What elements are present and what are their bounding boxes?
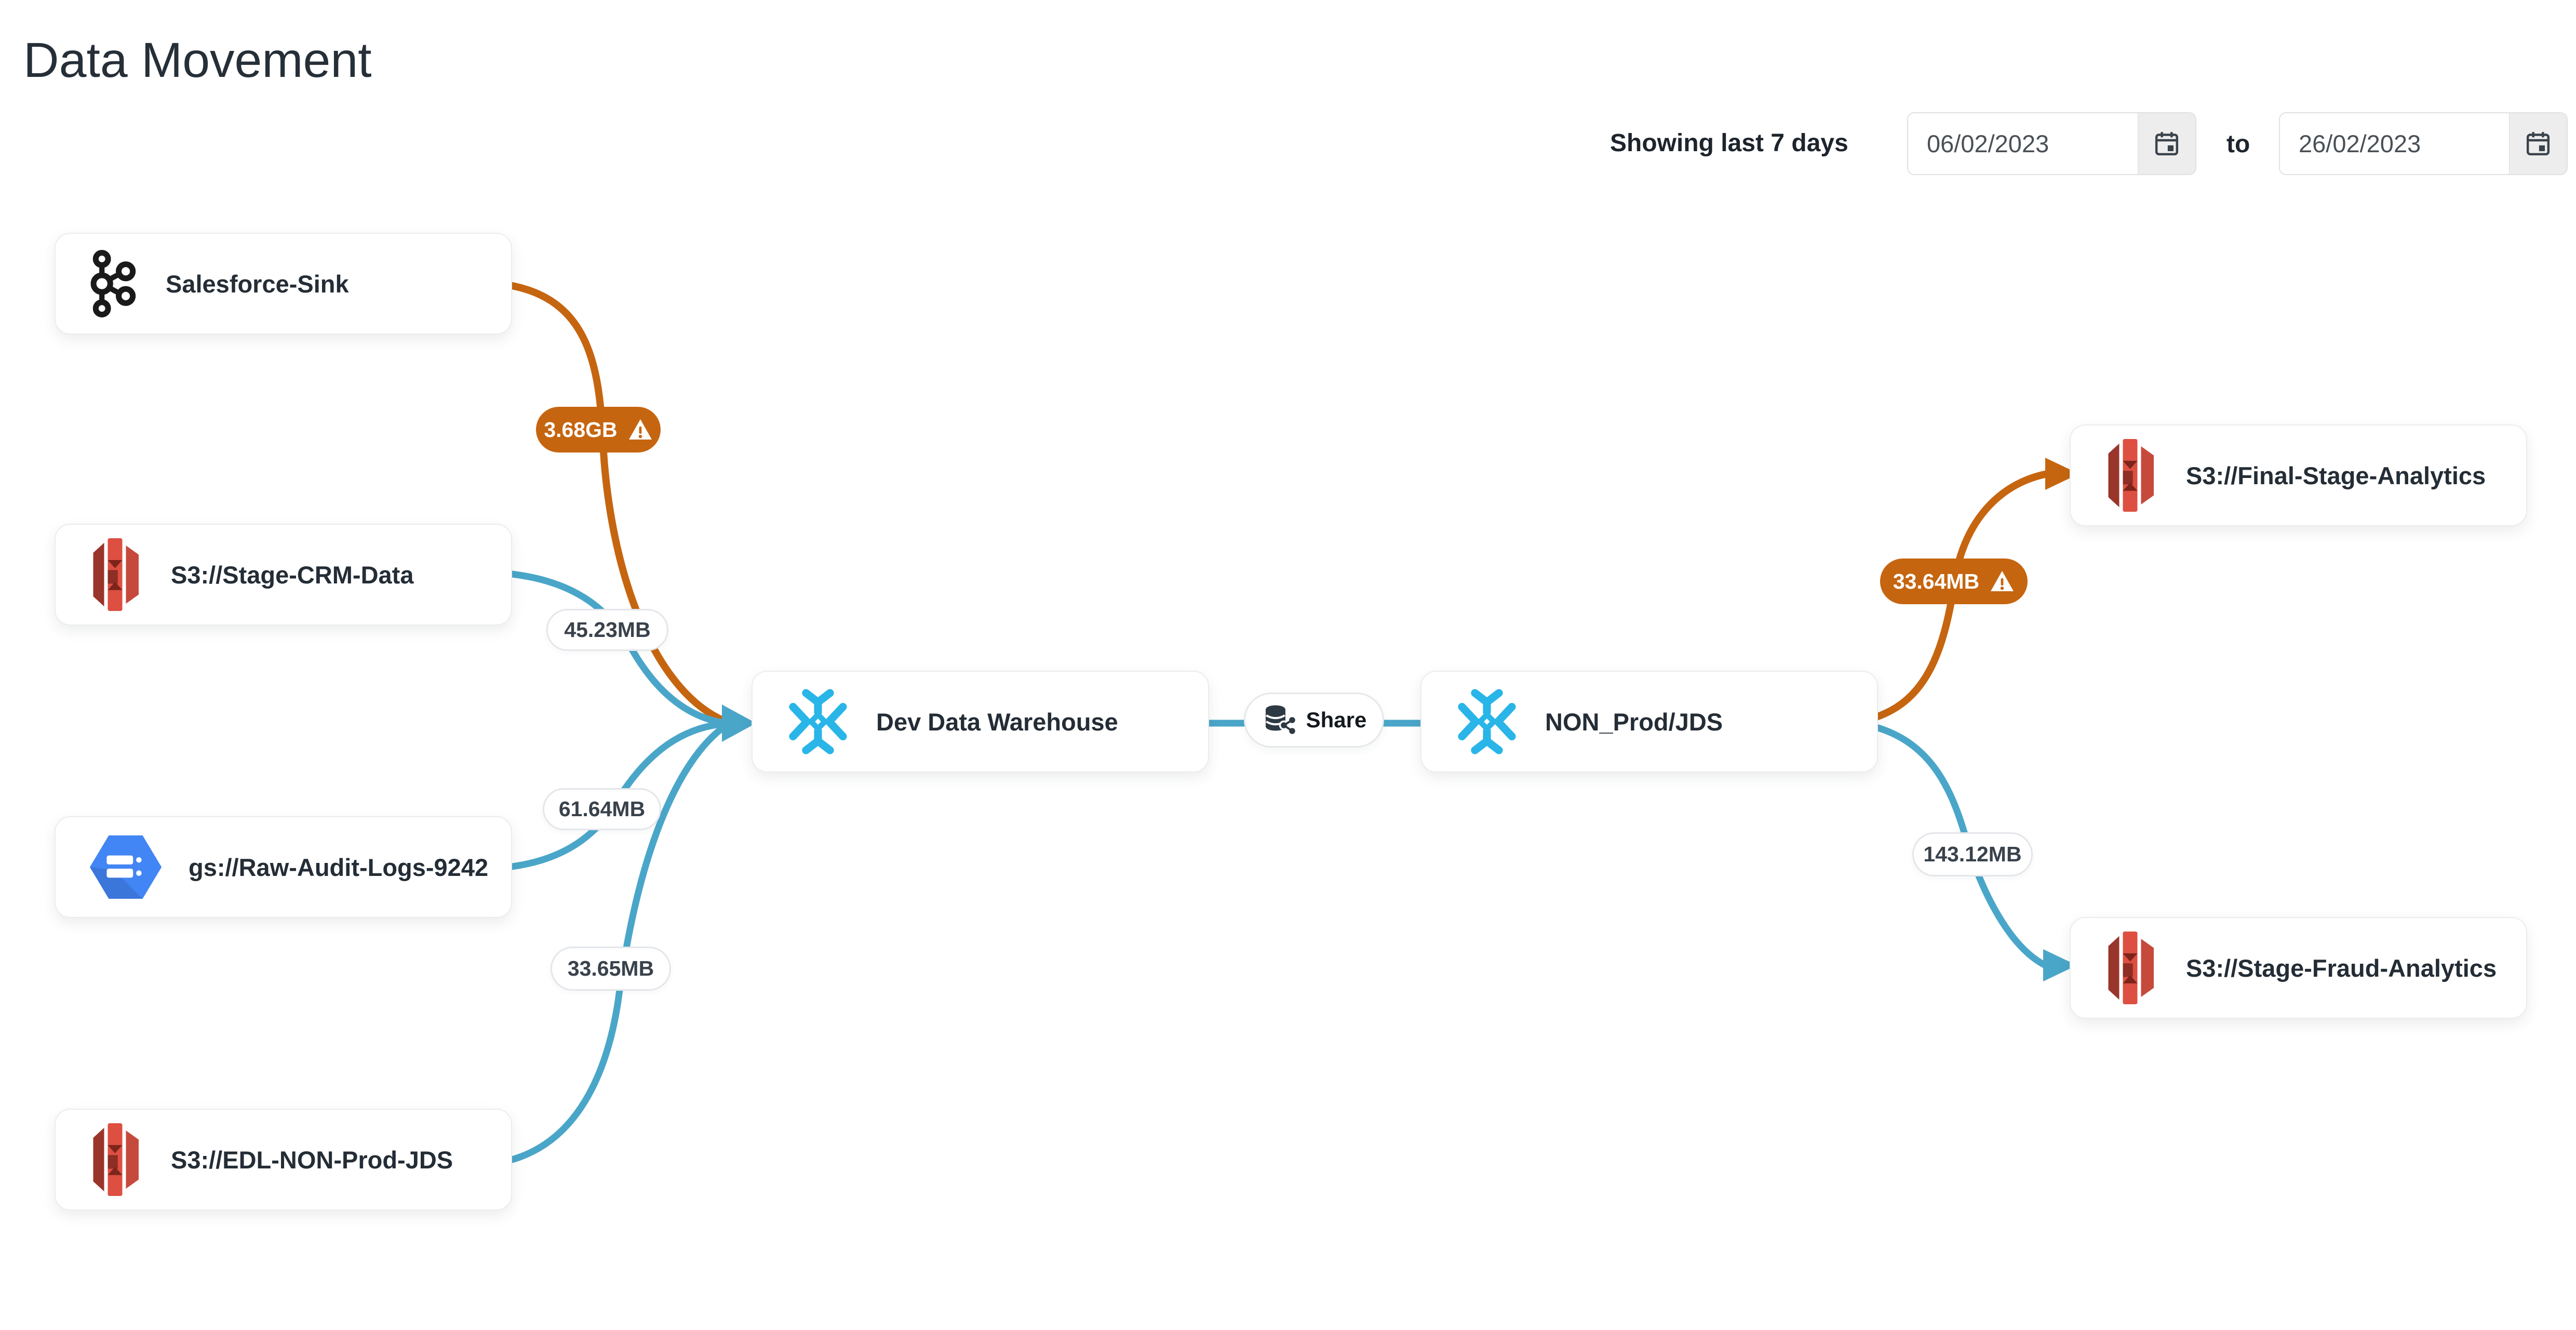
edge-label-61-64mb[interactable]: 61.64MB bbox=[543, 788, 661, 830]
edge-badge-label: 3.68GB bbox=[544, 417, 618, 442]
database-share-icon bbox=[1265, 705, 1297, 736]
edge-badge-label: 33.64MB bbox=[1893, 569, 1980, 593]
arrowhead-into-dev bbox=[722, 704, 756, 742]
arrowhead-into-final bbox=[2045, 458, 2079, 490]
warning-icon bbox=[1991, 571, 2014, 591]
node-label: Salesforce-Sink bbox=[166, 270, 349, 298]
calendar-icon bbox=[2526, 131, 2550, 155]
calendar-icon bbox=[2155, 131, 2179, 155]
s3-icon bbox=[88, 533, 146, 616]
page-title: Data Movement bbox=[23, 33, 372, 88]
s3-icon bbox=[2103, 926, 2161, 1009]
showing-last-7-days-label: Showing last 7 days bbox=[1610, 129, 1848, 157]
node-label: S3://Stage-CRM-Data bbox=[171, 561, 414, 589]
node-edl-non-prod-jds[interactable]: S3://EDL-NON-Prod-JDS bbox=[55, 1109, 512, 1211]
edge-label-text: 143.12MB bbox=[1923, 842, 2022, 866]
arrowhead-into-fraud bbox=[2043, 949, 2077, 981]
snowflake-icon bbox=[785, 688, 851, 755]
node-label: S3://Final-Stage-Analytics bbox=[2186, 461, 2486, 489]
edge-label-33-65mb[interactable]: 33.65MB bbox=[551, 947, 671, 991]
node-share[interactable]: Share bbox=[1244, 693, 1384, 748]
node-final-stage-analytics[interactable]: S3://Final-Stage-Analytics bbox=[2070, 424, 2527, 526]
node-label: S3://EDL-NON-Prod-JDS bbox=[171, 1146, 453, 1174]
kafka-icon bbox=[88, 248, 141, 319]
date-from-calendar-button[interactable] bbox=[2138, 113, 2195, 174]
s3-icon bbox=[88, 1118, 146, 1201]
node-stage-fraud-analytics[interactable]: S3://Stage-Fraud-Analytics bbox=[2070, 917, 2527, 1019]
edge-label-text: 61.64MB bbox=[558, 797, 646, 821]
date-to-control bbox=[2279, 112, 2568, 175]
edge-warning-badge-3-68gb[interactable]: 3.68GB bbox=[536, 407, 661, 453]
date-to-calendar-button[interactable] bbox=[2509, 113, 2567, 174]
edge-warning-badge-33-64mb[interactable]: 33.64MB bbox=[1880, 558, 2028, 604]
node-label: Dev Data Warehouse bbox=[876, 708, 1118, 736]
node-raw-audit-logs[interactable]: gs://Raw-Audit-Logs-9242 bbox=[55, 816, 512, 918]
node-salesforce-sink[interactable]: Salesforce-Sink bbox=[55, 233, 512, 335]
node-non-prod-jds[interactable]: NON_Prod/JDS bbox=[1420, 671, 1878, 773]
node-label: S3://Stage-Fraud-Analytics bbox=[2186, 954, 2497, 982]
to-label: to bbox=[2226, 130, 2250, 158]
date-to-input[interactable] bbox=[2280, 113, 2509, 174]
edge-label-text: 45.23MB bbox=[564, 618, 651, 642]
edge-label-text: 33.65MB bbox=[567, 956, 654, 980]
node-label: gs://Raw-Audit-Logs-9242 bbox=[189, 853, 489, 881]
s3-icon bbox=[2103, 434, 2161, 517]
date-from-input[interactable] bbox=[1908, 113, 2138, 174]
share-label: Share bbox=[1306, 708, 1367, 732]
gcs-icon bbox=[88, 834, 164, 900]
warning-icon bbox=[628, 419, 652, 440]
date-from-control bbox=[1907, 112, 2196, 175]
edge-salesforce-to-dev bbox=[508, 282, 730, 725]
snowflake-icon bbox=[1454, 688, 1520, 755]
edge-label-45-23mb[interactable]: 45.23MB bbox=[546, 609, 668, 651]
node-label: NON_Prod/JDS bbox=[1545, 708, 1723, 736]
edge-label-143-12mb[interactable]: 143.12MB bbox=[1912, 832, 2033, 876]
node-dev-data-warehouse[interactable]: Dev Data Warehouse bbox=[752, 671, 1209, 773]
node-stage-crm-data[interactable]: S3://Stage-CRM-Data bbox=[55, 524, 512, 626]
